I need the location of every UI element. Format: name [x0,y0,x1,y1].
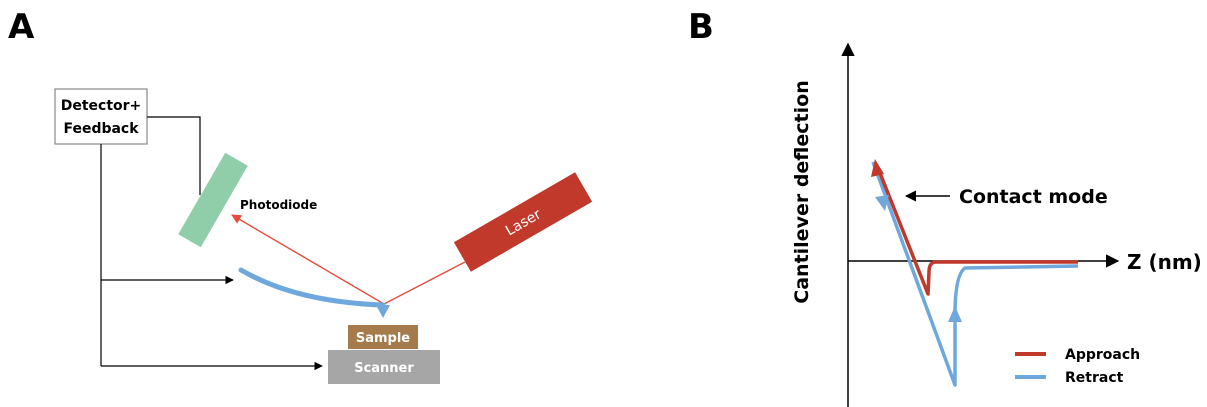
reflected-laser-beam [231,214,385,305]
detector-label-line1: Detector+ [61,98,142,114]
panel-b-letter: B [688,7,714,47]
sample-label: Sample [356,331,410,346]
photodiode [178,152,248,248]
approach-curve [876,167,1078,296]
sample [348,325,418,349]
scanner [328,350,440,384]
legend: Approach Retract [1015,347,1140,386]
detector-label-line2: Feedback [63,121,139,137]
scanner-label: Scanner [354,361,414,376]
y-axis-label: Cantilever deflection [791,80,813,303]
laser: Laser [453,172,593,272]
legend-approach-label: Approach [1065,347,1140,363]
legend-retract-label: Retract [1065,370,1124,386]
photodiode-label: Photodiode [240,198,317,212]
incident-laser-beam [383,261,466,305]
cantilever-tip [376,305,390,318]
panel-a-letter: A [8,7,35,47]
detector-photodiode-wire [147,116,201,195]
approach-direction-arrow [871,159,884,177]
detector-feedback-box [54,88,148,145]
x-axis-label: Z (nm) [1127,250,1202,274]
contact-mode-label: Contact mode [959,186,1108,208]
retract-direction-arrow-down [875,195,889,211]
retract-direction-arrow-up [948,306,962,322]
cantilever [238,267,386,308]
